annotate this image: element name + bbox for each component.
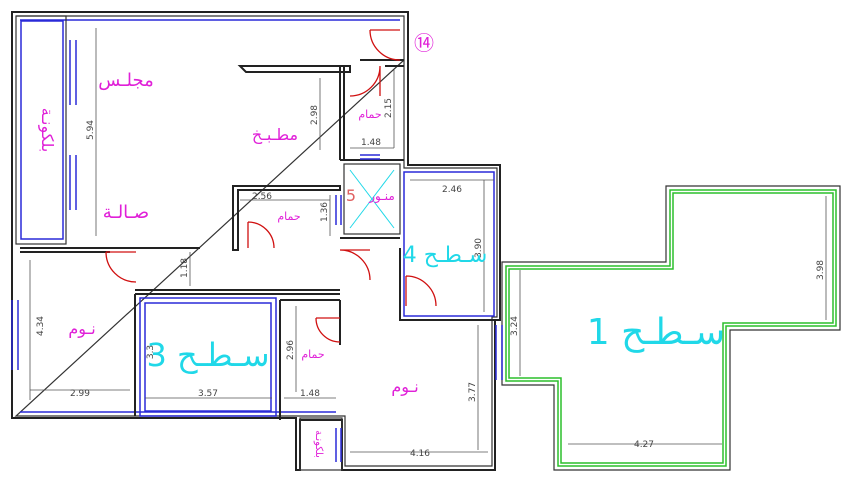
dim-4-27: 4.27 xyxy=(634,440,654,450)
label-bedroom-left: نـوم xyxy=(68,319,95,339)
dim-2-98: 2.98 xyxy=(310,105,320,125)
dimension-lines xyxy=(29,28,827,453)
label-bedroom-right: نـوم xyxy=(391,377,418,397)
doors xyxy=(105,29,437,343)
dim-2-46: 2.46 xyxy=(442,185,462,195)
label-kitchen: مطـبـخ xyxy=(252,125,298,145)
dim-4-34: 4.34 xyxy=(36,316,46,336)
dim-3-57: 3.57 xyxy=(198,389,218,399)
label-majlis: مجلـس xyxy=(98,70,153,91)
label-salah: صـالـة xyxy=(103,202,149,223)
label-bath-mid: حمام xyxy=(277,210,300,223)
label-shaft-number: 5 xyxy=(346,186,356,205)
roof-4-area xyxy=(403,171,495,317)
left-balcony xyxy=(15,15,77,245)
dim-1-18: 1.18 xyxy=(180,258,190,278)
exterior-walls xyxy=(11,11,501,471)
label-shaft: منـور xyxy=(368,189,395,204)
dim-1-48-a: 1.48 xyxy=(361,138,381,148)
dim-2-15: 2.15 xyxy=(384,98,394,118)
dim-5-94: 5.94 xyxy=(86,120,96,140)
label-bath-bottom: حمام xyxy=(301,348,324,361)
roof-1-area xyxy=(501,185,841,471)
stair-marker: ⑭ xyxy=(414,31,434,55)
room-labels: مجلـس صـالـة بلكونـة مطـبـخ حمام حمام حم… xyxy=(37,31,725,458)
label-roof-3: سـطـح 3 xyxy=(147,336,270,374)
label-roof-4: سـطـح 4 xyxy=(403,243,488,268)
label-balcony-left: بلكونـة xyxy=(37,108,57,153)
dim-3-77: 3.77 xyxy=(468,382,478,402)
dim-4-16: 4.16 xyxy=(410,449,430,459)
dim-3-90: 3.90 xyxy=(474,238,484,258)
small-balcony xyxy=(299,417,343,471)
dim-2-99: 2.99 xyxy=(70,389,90,399)
dim-3-98: 3.98 xyxy=(816,260,826,280)
dimension-labels: 5.94 2.98 2.15 1.48 2.56 1.36 2.46 3.90 … xyxy=(36,98,826,459)
light-shaft xyxy=(343,163,401,235)
label-bath-top: حمام xyxy=(358,108,381,121)
label-balcony-small: بلكونـة xyxy=(313,430,324,458)
dim-3-24: 3.24 xyxy=(510,316,520,336)
dim-3-3: 3.3 xyxy=(146,345,156,359)
label-roof-1: سـطـح 1 xyxy=(587,312,725,353)
dim-1-48-b: 1.48 xyxy=(300,389,320,399)
interior-walls xyxy=(20,59,497,420)
dim-2-96: 2.96 xyxy=(286,340,296,360)
dim-2-56: 2.56 xyxy=(252,192,272,202)
windows xyxy=(11,154,503,380)
roof-3-area xyxy=(139,297,277,417)
dim-1-36: 1.36 xyxy=(320,202,330,222)
